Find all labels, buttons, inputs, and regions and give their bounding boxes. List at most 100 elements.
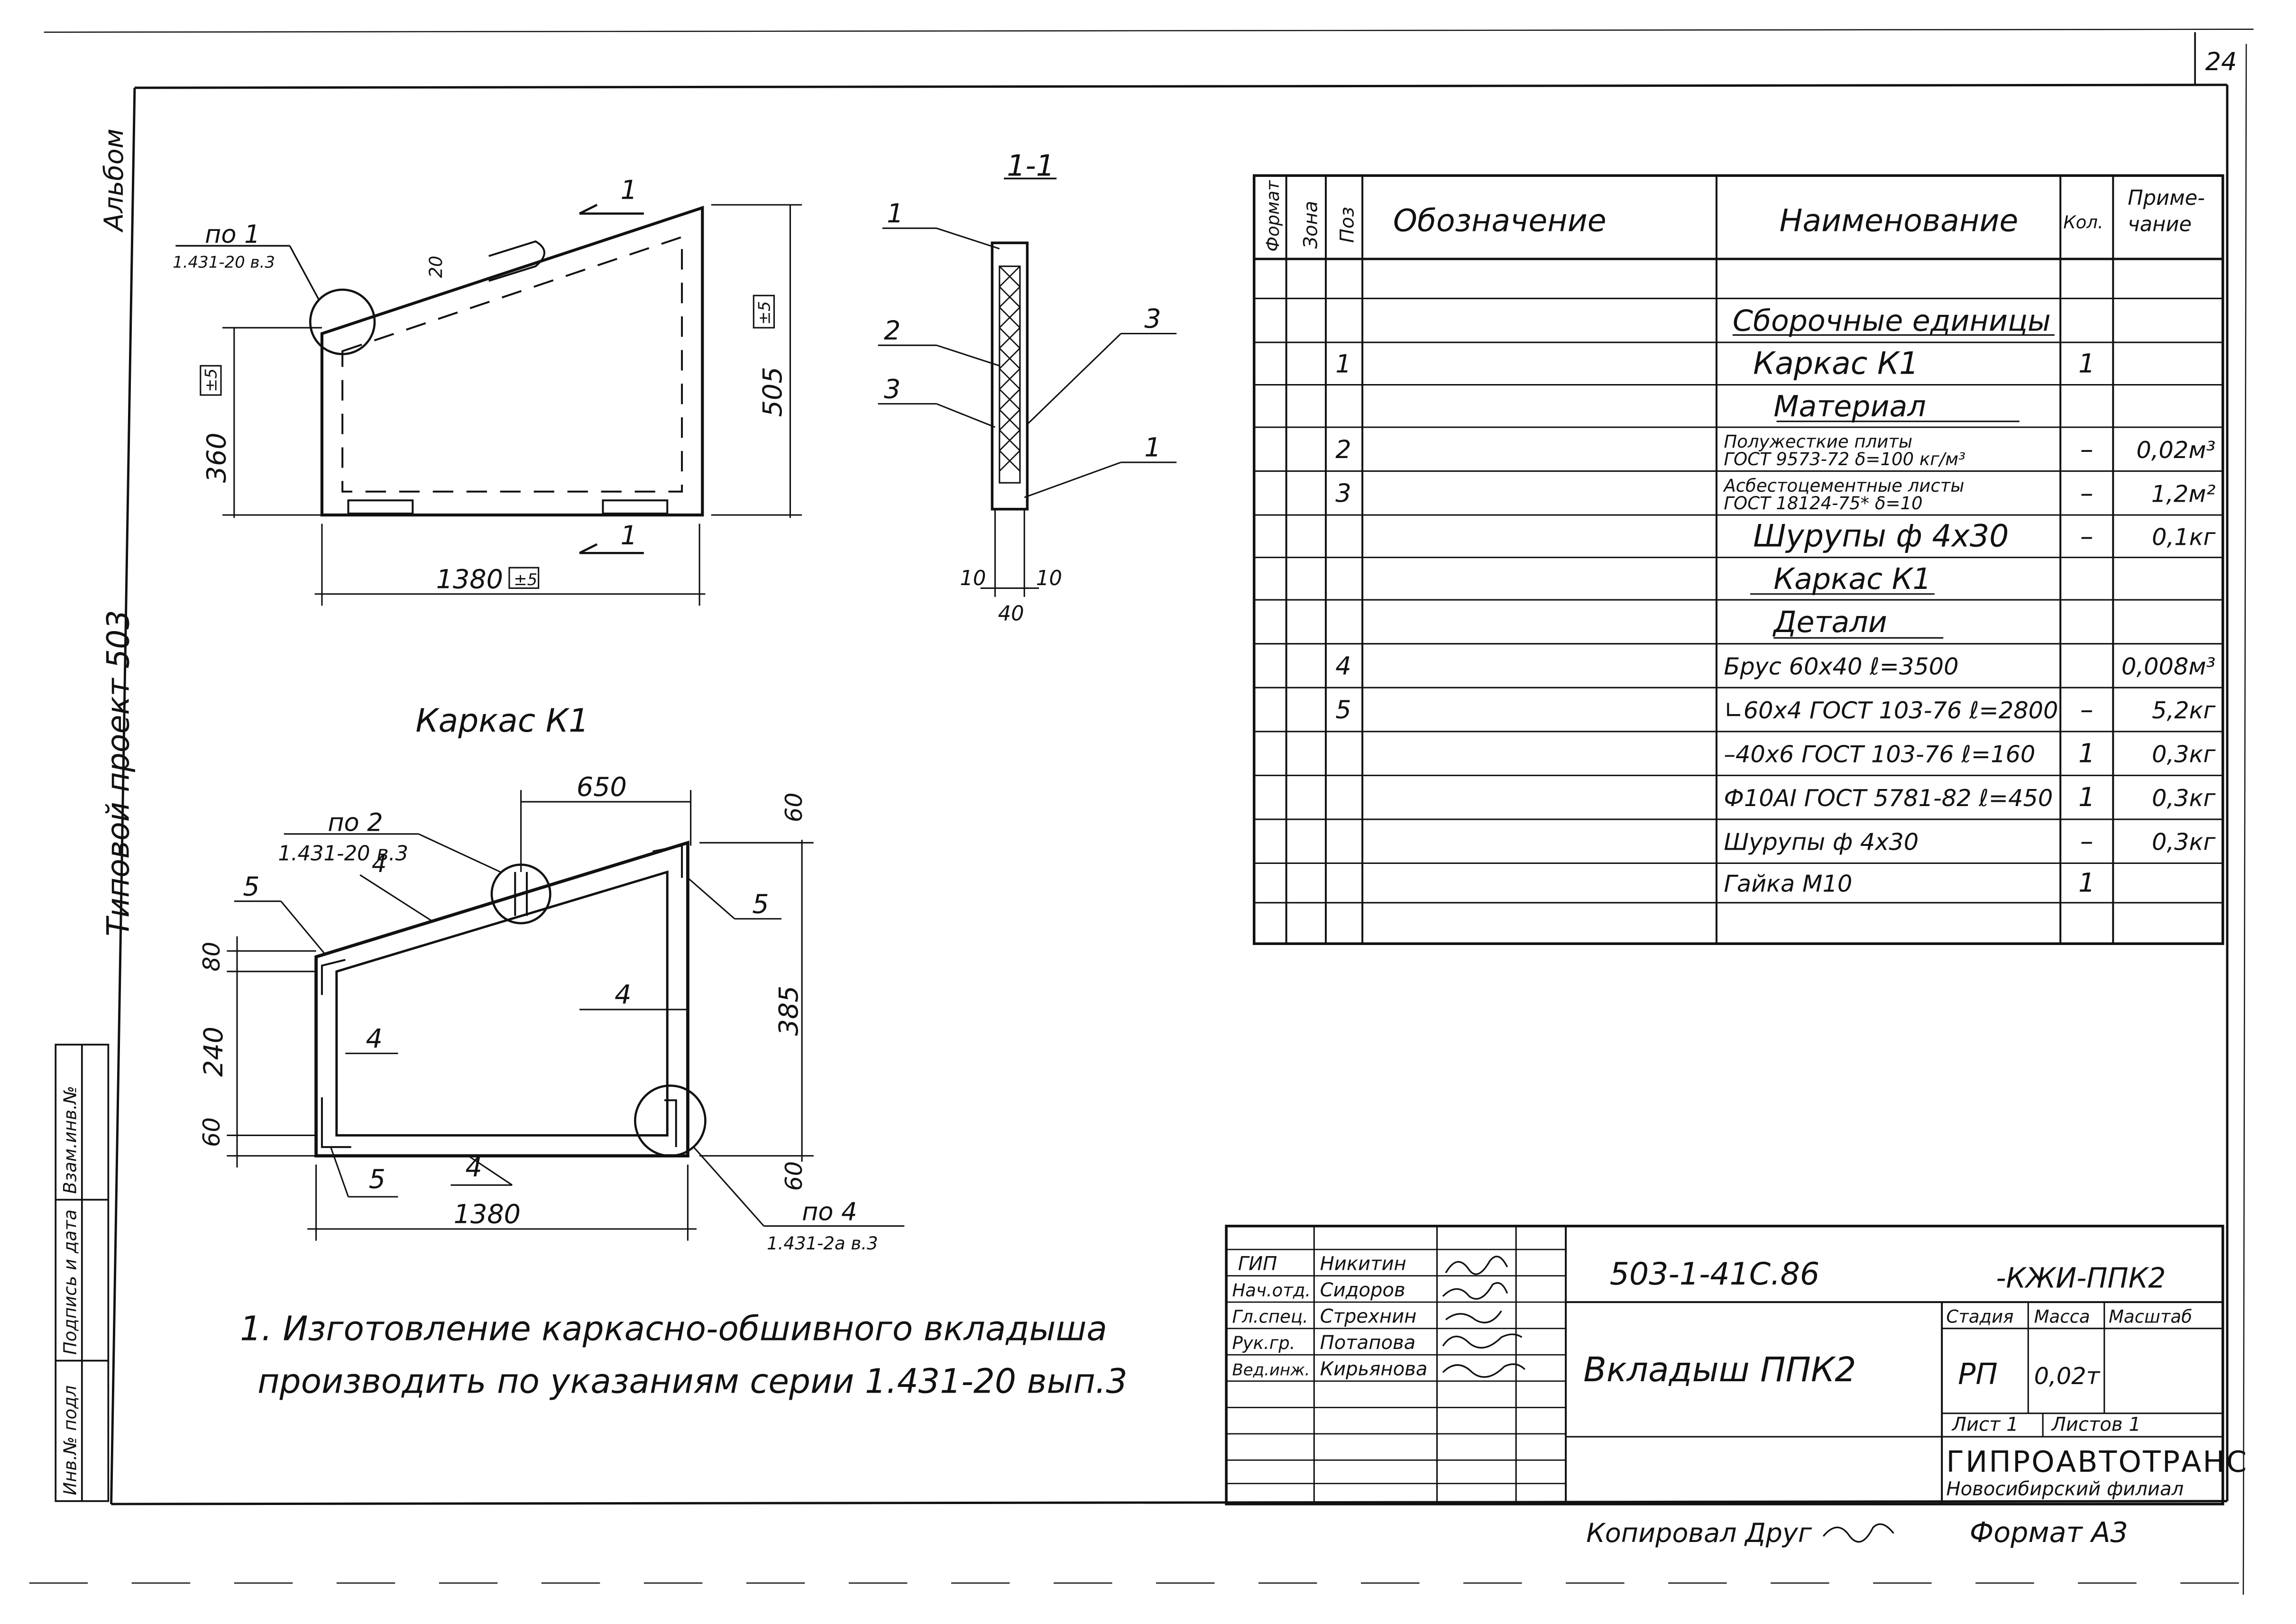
spec-row-pos: 2 [1335,435,1351,464]
title-stage-label: Стадия [1946,1306,2013,1327]
frame-node4-label: по 4 [802,1197,857,1226]
frame-dim-385: 385 [773,986,804,1036]
spec-row-qty: – [2080,477,2094,508]
title-scale-label: Масштаб [2109,1306,2192,1327]
spec-header-format: Формат [1263,180,1283,252]
spec-row-qty: – [2080,434,2094,465]
frame-pos-5-right: 5 [752,889,769,919]
album-label: Альбом [99,128,129,232]
title-stage: РП [1958,1357,1998,1391]
section-callout-1a: 1 [887,198,903,229]
title-sheets-label: Листов 1 [2051,1414,2141,1436]
stamp-sign-date: Подпись и дата [60,1210,80,1355]
top-view-drawing [175,203,802,606]
frame-caption: Каркас К1 [415,702,589,740]
frame-dim-60-right: 60 [780,1161,808,1191]
spec-row-name: Ф10АI ГОСТ 5781-82 ℓ=450 [1724,784,2053,812]
stamp-inv-podl: Инв.№ подл [60,1385,80,1496]
spec-header-name: Наименование [1780,203,2019,239]
frame-pos-5-bottom: 5 [369,1164,386,1194]
spec-header-note-1: Приме- [2128,186,2205,210]
section-dim-40: 40 [998,602,1024,625]
frame-pos-4-left: 4 [366,1023,383,1054]
spec-row-name: Гайка М10 [1724,870,1852,898]
section-callout-3a: 3 [884,374,900,404]
frame-dim-60-left: 60 [198,1117,225,1147]
title-block-grid [1225,1224,2224,1543]
title-name: Вкладыш ППК2 [1583,1350,1856,1389]
sheet-format: Формат А3 [1970,1516,2128,1549]
note-line-1: 1. Изготовление каркасно-обшивного вклад… [240,1309,1107,1348]
person-name-0: Никитин [1320,1253,1406,1275]
spec-row-pos: 4 [1335,651,1351,680]
copied-by: Копировал Друг [1586,1518,1812,1549]
title-code: 503-1-41С.86 [1610,1257,1819,1292]
cut-mark-bottom: 1 [620,520,637,551]
title-code-suffix: -КЖИ-ППК2 [1996,1262,2166,1294]
frame-node2-series: 1.431-20 в.3 [278,842,408,865]
spec-row-name: Шурупы ф 4х30 [1753,518,2009,554]
top-dim-505: 505 [757,367,788,417]
spec-row-heading: Детали [1772,605,1887,639]
note-line-2: производить по указаниям серии 1.431-20 … [257,1361,1127,1401]
top-node-ref-series: 1.431-20 в.3 [173,253,275,272]
spec-row-name-2: ГОСТ 9573-72 δ=100 кг/м³ [1724,449,1965,469]
frame-view-drawing [227,790,905,1241]
spec-row-qty: – [2080,521,2094,551]
spec-row-note: 0,3кг [2152,828,2216,856]
person-name-4: Кирьянова [1320,1358,1428,1380]
person-role-3: Рук.гр. [1232,1333,1295,1353]
section-dim-10a: 10 [960,567,986,590]
side-stamp: Инв.№ подл Подпись и дата Взам.инв.№ [55,1044,110,1502]
section-callout-1b: 1 [1144,432,1161,463]
top-node-ref-label: по 1 [205,220,260,249]
person-name-1: Сидоров [1320,1279,1405,1301]
project-label: Типовой проект 503 [101,610,137,936]
spec-row-name: Брус 60х40 ℓ=3500 [1724,652,1958,680]
person-role-2: Гл.спец. [1232,1306,1308,1327]
title-mass: 0,02т [2034,1362,2101,1390]
person-role-0: ГИП [1238,1253,1277,1275]
spec-row-note: 0,02м³ [2136,436,2215,464]
spec-row-qty: 1 [2078,782,2095,813]
frame-dim-60-top: 60 [780,792,808,822]
section-dim-10b: 10 [1036,567,1062,590]
spec-header-zone: Зона [1300,201,1322,248]
spec-row-note: 0,008м³ [2122,652,2215,680]
spec-header-designation: Обозначение [1393,203,1607,239]
top-dim-360: 360 [201,432,232,483]
frame-pos-4-top: 4 [372,850,386,878]
frame-node2-label: по 2 [328,808,383,837]
spec-row-note: 0,3кг [2152,741,2216,768]
person-role-4: Вед.инж. [1232,1360,1310,1379]
spec-row-name: Шурупы ф 4х30 [1724,828,1919,856]
spec-row-qty: – [2080,694,2094,725]
section-callout-3b: 3 [1144,303,1161,334]
frame-dim-240: 240 [198,1027,229,1077]
spec-row-name: Полужесткие плиты [1724,431,1912,452]
top-tol-1380: ±5 [514,570,537,589]
spec-row-note: 1,2м² [2151,480,2216,507]
sheet-frame [29,28,2254,1595]
section-view-drawing [878,177,1177,597]
section-callout-2: 2 [884,315,900,346]
spec-header-note-2: чание [2128,213,2192,237]
person-name-3: Потапова [1320,1332,1416,1354]
top-tol-505: ±5 [755,301,774,325]
spec-row-qty: 1 [2078,348,2095,379]
frame-dim-1380: 1380 [454,1199,521,1230]
spec-row-heading: Каркас К1 [1773,562,1931,596]
spec-row-note: 5,2кг [2152,697,2216,724]
spec-row-name: ∟60х4 ГОСТ 103-76 ℓ=2800 [1724,697,2058,724]
spec-row-heading: Материал [1773,389,1926,423]
title-org: ГИПРОАВТОТРАНС [1946,1445,2248,1479]
stamp-vzam: Взам.инв.№ [60,1086,80,1194]
title-mass-label: Масса [2034,1306,2090,1327]
spec-row-name-2: ГОСТ 18124-75* δ=10 [1724,493,1922,514]
frame-pos-5-left: 5 [243,871,259,902]
spec-row-pos: 5 [1335,696,1351,725]
spec-row-qty: – [2080,826,2094,857]
top-tol-360: ±5 [202,368,221,392]
spec-row-name: –40х6 ГОСТ 103-76 ℓ=160 [1724,741,2035,768]
